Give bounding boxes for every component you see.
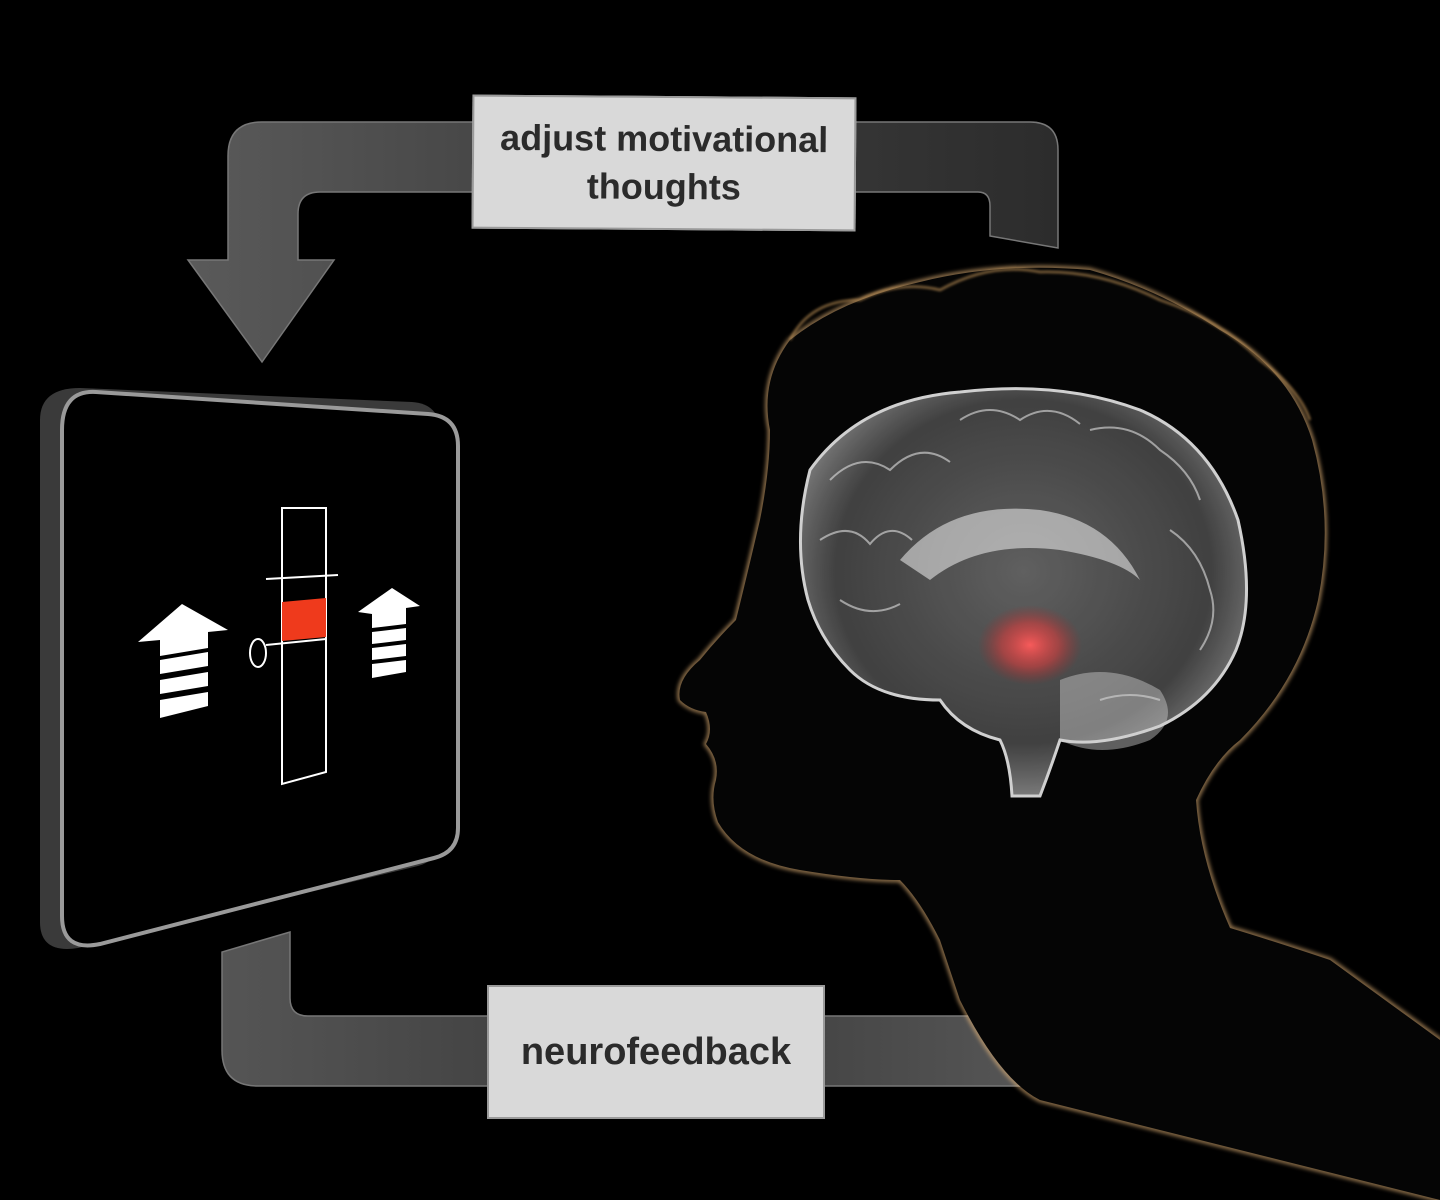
neurofeedback-label: neurofeedback xyxy=(487,985,825,1119)
up-arrow-icon xyxy=(358,588,420,678)
target-line xyxy=(265,574,339,580)
up-arrow-icon xyxy=(138,604,228,718)
baseline-line xyxy=(265,638,327,646)
brain-image xyxy=(799,387,1248,798)
feedback-thermometer xyxy=(249,507,339,786)
feedback-screen xyxy=(40,388,460,949)
thermometer-fill xyxy=(282,598,326,641)
zero-marker xyxy=(249,638,267,668)
brain-activation-highlight xyxy=(978,605,1082,685)
adjust-motivational-thoughts-label: adjust motivational thoughts xyxy=(471,94,857,232)
